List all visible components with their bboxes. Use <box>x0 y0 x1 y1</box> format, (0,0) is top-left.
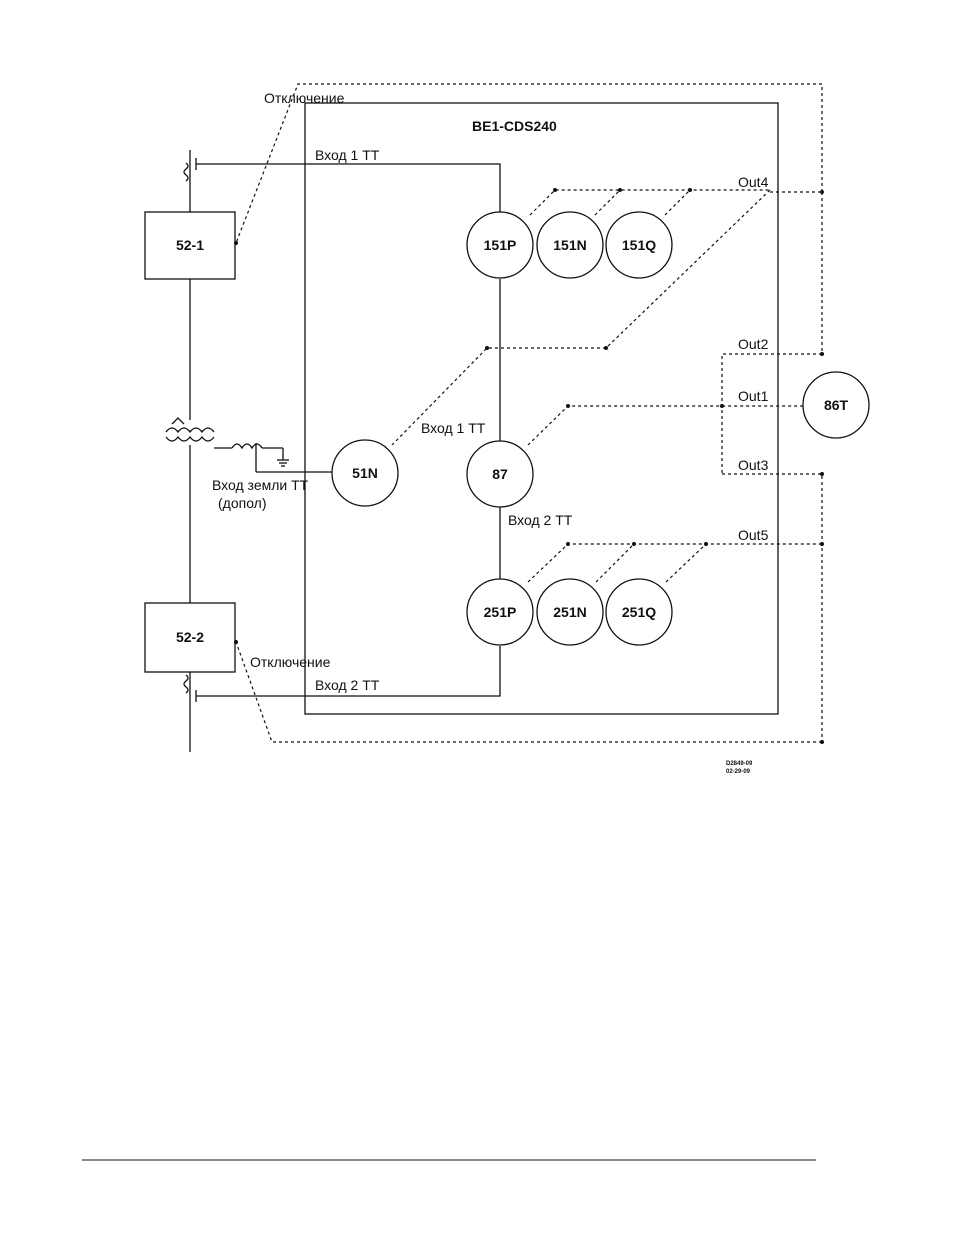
transformer-primary <box>165 427 215 434</box>
ground-ct-label: Вход земли ТТ <box>212 477 309 493</box>
ct2-symbol <box>183 674 189 694</box>
relay-51n <box>331 439 399 507</box>
relay-251n <box>536 578 604 646</box>
junction-dots <box>234 188 824 744</box>
out4-label: Out4 <box>738 174 769 190</box>
relay-87-label: 87 <box>492 466 508 482</box>
relay-86t-label: 86T <box>824 397 849 413</box>
out3-label: Out3 <box>738 457 769 473</box>
relay-151q-label: 151Q <box>622 237 656 253</box>
ct2-label-bottom: Вход 2 ТТ <box>315 677 380 693</box>
out1-label: Out1 <box>738 388 769 404</box>
relay-51n-label: 51N <box>352 465 378 481</box>
ct2-label-mid: Вход 2 ТТ <box>508 512 573 528</box>
breaker-52-2-label: 52-2 <box>176 629 204 645</box>
relay-251q-label: 251Q <box>622 604 656 620</box>
ct2-wire <box>196 646 501 697</box>
relay-251p <box>466 578 534 646</box>
ct1-label-top: Вход 1 ТТ <box>315 147 380 163</box>
ct1-wire <box>196 163 501 212</box>
breaker-52-1-label: 52-1 <box>176 237 204 253</box>
relay-151q <box>605 211 673 279</box>
ground-ct-sublabel: (допол) <box>218 495 267 511</box>
breaker-52-2 <box>144 602 236 673</box>
drawing-date: 02-29-09 <box>726 769 751 775</box>
relay-151n-label: 151N <box>553 237 586 253</box>
trip-loop-bottom <box>235 641 822 743</box>
trip-loop-top <box>235 83 823 244</box>
relay-251q <box>605 578 673 646</box>
ct1-label-mid: Вход 1 ТТ <box>421 420 486 436</box>
breaker-52-1 <box>144 211 236 280</box>
relay-87 <box>466 440 534 508</box>
out2-label: Out2 <box>738 336 769 352</box>
relay-151p-label: 151P <box>484 237 517 253</box>
relay-251p-label: 251P <box>484 604 517 620</box>
relay-151p <box>466 211 534 279</box>
relay-251n-label: 251N <box>553 604 586 620</box>
drawing-code: D2849-09 <box>726 761 753 767</box>
ground-ct-symbol <box>231 443 263 450</box>
diagram-title: BE1-CDS240 <box>472 118 557 134</box>
trip-label-bottom: Отключение <box>250 654 331 670</box>
ct1-symbol <box>183 162 189 182</box>
relay-enclosure <box>304 102 779 715</box>
relay-151n <box>536 211 604 279</box>
transformer-secondary <box>165 435 215 442</box>
relay-86t <box>802 371 870 439</box>
trip-label-top: Отключение <box>264 90 345 106</box>
out5-label: Out5 <box>738 527 769 543</box>
